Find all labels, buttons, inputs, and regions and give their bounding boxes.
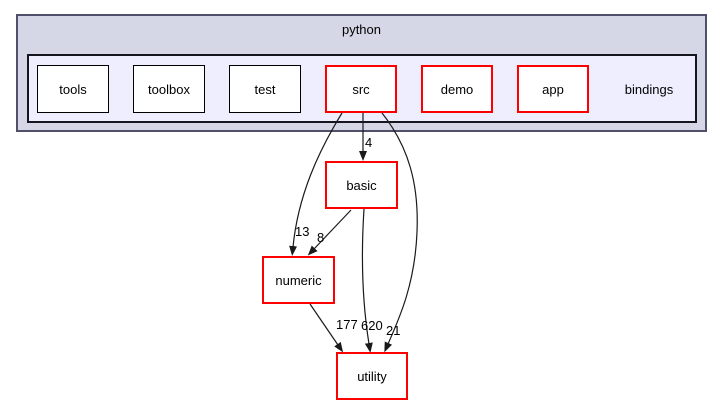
edge-count-numeric-utility: 177 <box>336 317 358 332</box>
node-utility[interactable]: utility <box>336 352 408 400</box>
node-test-label: test <box>254 81 276 97</box>
node-basic[interactable]: basic <box>325 161 398 209</box>
cluster-bindings-label[interactable]: bindings <box>624 82 674 97</box>
edge-count-basic-utility: 620 <box>361 318 383 333</box>
edge-count-basic-numeric: 8 <box>317 230 325 245</box>
node-toolbox-label: toolbox <box>148 81 190 97</box>
node-app[interactable]: app <box>517 65 589 113</box>
node-app-label: app <box>542 81 564 97</box>
edge-numeric-utility <box>309 303 344 353</box>
node-demo[interactable]: demo <box>421 65 493 113</box>
node-src[interactable]: src <box>325 65 397 113</box>
node-utility-label: utility <box>357 368 387 384</box>
edge-count-src-utility: 21 <box>386 323 401 338</box>
node-numeric[interactable]: numeric <box>262 256 335 304</box>
node-test[interactable]: test <box>229 65 301 113</box>
cluster-python-label[interactable]: python <box>341 22 382 37</box>
edge-src-utility <box>381 112 418 353</box>
node-toolbox[interactable]: toolbox <box>133 65 205 113</box>
node-tools[interactable]: tools <box>37 65 109 113</box>
edge-count-src-basic: 4 <box>365 135 373 150</box>
node-demo-label: demo <box>440 81 474 97</box>
node-src-label: src <box>352 81 370 97</box>
node-tools-label: tools <box>59 81 87 97</box>
node-numeric-label: numeric <box>275 272 322 288</box>
edge-count-src-numeric: 13 <box>295 224 310 239</box>
node-basic-label: basic <box>346 177 377 193</box>
